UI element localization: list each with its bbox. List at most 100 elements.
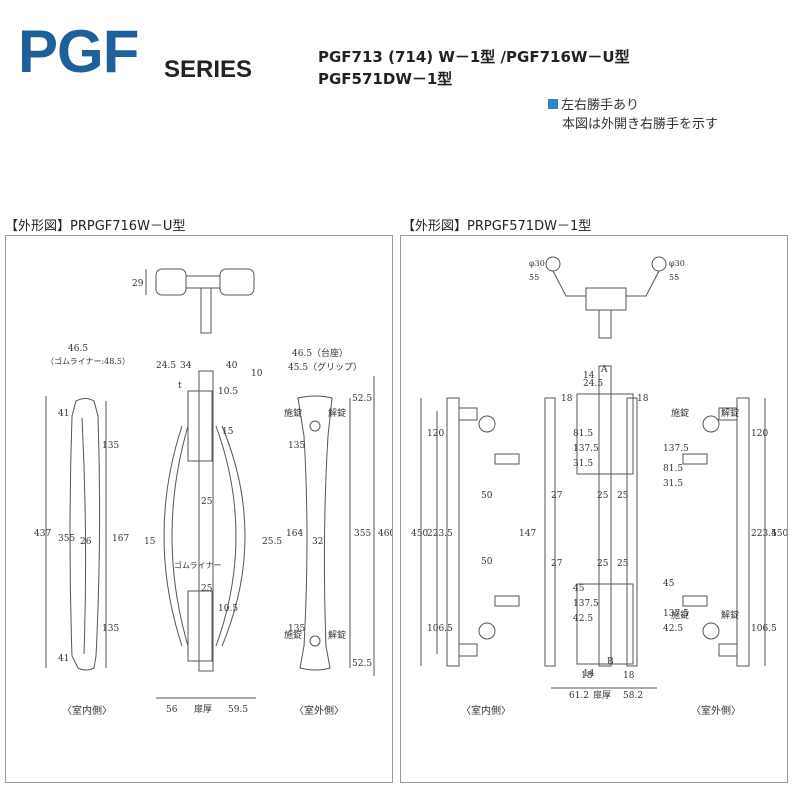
rubber-liner-48-5: （ゴムライナー:48.5） <box>46 356 130 366</box>
dim-27-bottom: 27 <box>551 559 563 569</box>
dim-25-5: 25.5 <box>262 537 282 547</box>
dim-120-left: 120 <box>427 429 444 439</box>
dim-147: 147 <box>519 529 536 539</box>
dim-24-5: 24.5 <box>583 379 603 389</box>
dim-450-left: 450 <box>411 529 428 539</box>
left-top-view: 29 <box>132 268 255 334</box>
t-mark: t <box>178 381 182 391</box>
model-line-2: PGF571DW－1型 <box>318 70 453 88</box>
dim-27-top: 27 <box>551 491 563 501</box>
dim-55-left: 55 <box>529 273 539 282</box>
dim-25-bottom: 25 <box>201 584 213 594</box>
right-top-view: φ30 φ30 55 55 <box>529 256 685 339</box>
dim-355: 355 <box>58 534 75 544</box>
right-interior-label: 〈室内側〉 <box>461 704 511 717</box>
dim-25-a: 25 <box>597 491 609 501</box>
dim-26: 26 <box>80 537 92 547</box>
dim-10-5-top: 10.5 <box>218 387 238 397</box>
dim-437: 437 <box>34 529 51 539</box>
r-unlock-bottom: 解錠 <box>721 609 739 621</box>
dim-15-top: 15 <box>222 427 234 437</box>
dim-18-bottom-right: 18 <box>623 671 635 681</box>
dim-41-top: 41 <box>58 409 69 419</box>
dim-29: 29 <box>132 279 144 289</box>
dim-50-top-left: 50 <box>481 491 493 501</box>
brand-series: SERIES <box>164 56 253 83</box>
left-drawing: 29 437 167 355 41 41 26 46.5 （ゴムライナー:48.… <box>34 268 395 717</box>
left-panel-title: 【外形図】PRPGF716W－U型 <box>5 219 186 234</box>
lock-top: 施錠 <box>284 407 302 419</box>
lock-bottom: 施錠 <box>284 629 302 641</box>
r-lock-top: 施錠 <box>671 407 689 419</box>
unlock-bottom: 解錠 <box>328 629 346 641</box>
dim-18-top-left: 18 <box>561 394 573 404</box>
dim-25-c: 25 <box>597 559 609 569</box>
note-text-1: 左右勝手あり <box>561 98 640 113</box>
phi30-left: φ30 <box>529 259 545 268</box>
right-door-thickness: 扉厚 <box>593 689 611 701</box>
dim-135-bottom: 135 <box>102 624 119 634</box>
exterior-label: 〈室外側〉 <box>294 704 344 717</box>
dim-25-b: 25 <box>617 491 629 501</box>
ext-dim-355: 355 <box>354 529 371 539</box>
dim-58-2: 58.2 <box>623 691 643 701</box>
dim-120-right: 120 <box>751 429 768 439</box>
dim-59-5: 59.5 <box>228 705 248 715</box>
dim-25-d: 25 <box>617 559 629 569</box>
note-bullet <box>548 99 558 109</box>
r-dim-137-5-top: 137.5 <box>663 444 689 454</box>
dim-55-right: 55 <box>669 273 679 282</box>
left-panel: 29 437 167 355 41 41 26 46.5 （ゴムライナー:48.… <box>5 235 395 783</box>
dim-42-5-center: 42.5 <box>573 614 593 624</box>
left-interior-handle: 437 167 355 41 41 26 46.5 （ゴムライナー:48.5） … <box>34 344 130 717</box>
dim-135-top: 135 <box>102 441 119 451</box>
ext-dim-135-bottom: 135 <box>288 624 305 634</box>
dim-50-bottom-left: 50 <box>481 557 493 567</box>
dim-81-5: 81.5 <box>573 429 593 439</box>
interior-label: 〈室内側〉 <box>62 704 112 717</box>
dim-10: 10 <box>251 369 263 379</box>
r-dim-45: 45 <box>663 579 675 589</box>
dim-41-bottom: 41 <box>58 654 69 664</box>
phi30-right: φ30 <box>669 259 685 268</box>
right-panel-title: 【外形図】PRPGF571DW－1型 <box>402 219 592 234</box>
dim-45-5-grip: 45.5（グリップ） <box>288 361 362 373</box>
right-exterior-handle: 450 223.5 120 106.5 施錠 解錠 施錠 解錠 137.5 13… <box>663 397 788 717</box>
left-section-view: 24.5 34 40 10 10.5 10.5 15 15 25 25 25.5… <box>144 361 282 715</box>
dim-46-5: 46.5 <box>68 344 88 354</box>
dim-223-5-left: 223.5 <box>427 529 453 539</box>
dim-52-5-top: 52.5 <box>352 394 372 404</box>
mark-A: A <box>600 365 608 375</box>
dim-61-2: 61.2 <box>569 691 589 701</box>
right-panel: φ30 φ30 55 55 450 223.5 120 106.5 50 50 … <box>400 235 788 783</box>
dim-18-bottom-left: 18 <box>581 671 593 681</box>
right-drawing: φ30 φ30 55 55 450 223.5 120 106.5 50 50 … <box>411 256 788 717</box>
note-line-2: 本図は外開き右勝手を示す <box>562 117 719 132</box>
mark-B: B <box>607 657 614 667</box>
note-line-1: 左右勝手あり <box>548 94 639 113</box>
dim-25-top: 25 <box>201 497 213 507</box>
ext-dim-135-top: 135 <box>288 441 305 451</box>
brand-logo: PGF <box>18 18 139 85</box>
dim-45-center: 45 <box>573 584 585 594</box>
dim-40: 40 <box>226 361 238 371</box>
rubber-liner: ゴムライナー <box>174 560 221 570</box>
dim-18-top-right: 18 <box>637 394 649 404</box>
dim-34: 34 <box>180 361 192 371</box>
r-dim-31-5: 31.5 <box>663 479 683 489</box>
right-exterior-label: 〈室外側〉 <box>691 704 741 717</box>
door-thickness: 扉厚 <box>194 703 212 715</box>
dim-14-top: 14 <box>583 371 595 381</box>
r-lock-bottom: 施錠 <box>671 609 689 621</box>
dim-24-5: 24.5 <box>156 361 176 371</box>
dim-56: 56 <box>166 705 178 715</box>
model-line-1: PGF713 (714) W－1型 /PGF716W－U型 <box>318 48 630 66</box>
dim-106-5-left: 106.5 <box>427 624 453 634</box>
r-dim-137-5-bottom: 137.5 <box>663 609 689 619</box>
right-section-view: A B 18 18 18 18 27 27 25 25 25 25 61.2 扉… <box>544 365 657 701</box>
dim-164: 164 <box>286 529 303 539</box>
dim-137-5-bottom: 137.5 <box>573 599 599 609</box>
dim-450-right: 450 <box>771 529 787 539</box>
unlock-top: 解錠 <box>328 407 346 419</box>
r-unlock-top: 解錠 <box>721 407 739 419</box>
